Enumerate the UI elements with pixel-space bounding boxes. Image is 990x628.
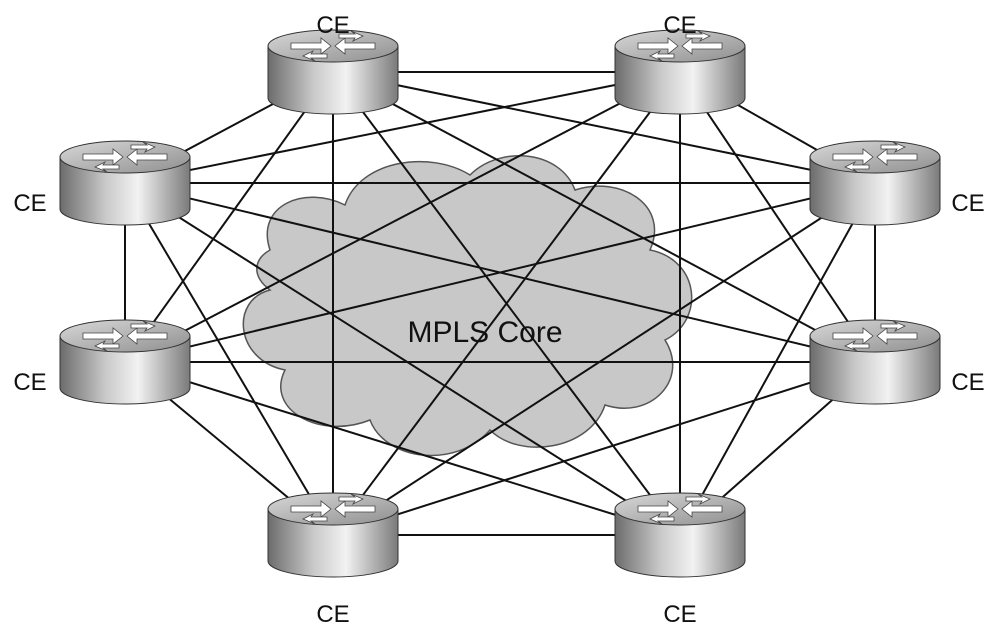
- router-body: [267, 45, 399, 115]
- router-arrows-icon: [290, 30, 376, 62]
- cloud-shape: [242, 155, 693, 457]
- router-left-upper: CE: [13, 140, 191, 226]
- router-label: CE: [316, 12, 349, 39]
- router-body: [59, 335, 191, 405]
- router-arrows-icon: [82, 320, 168, 352]
- router-top: [614, 492, 746, 526]
- router-body: [809, 156, 941, 226]
- router-left-lower: CE: [13, 319, 191, 405]
- router-label: CE: [663, 601, 696, 628]
- router-bottom-right: CE: [614, 492, 746, 628]
- link-top-left-to-right-upper: [332, 71, 876, 184]
- link-bottom-left-to-left-upper: [124, 182, 334, 536]
- router-top: [809, 319, 941, 353]
- router-arrows-icon: [82, 141, 168, 173]
- router-top: [809, 140, 941, 174]
- link-right-upper-to-bottom-left: [332, 182, 876, 536]
- routers: CE CE CE CE CE CE CE CE: [13, 12, 984, 628]
- router-label: CE: [951, 369, 984, 396]
- router-arrows-icon: [290, 493, 376, 525]
- router-label: CE: [13, 190, 46, 217]
- link-bottom-right-to-left-upper: [124, 182, 681, 536]
- link-right-upper-to-bottom-right: [679, 182, 876, 536]
- router-label: CE: [663, 12, 696, 39]
- router-body: [614, 45, 746, 115]
- router-label: CE: [13, 369, 46, 396]
- router-label: CE: [951, 190, 984, 217]
- router-top: [614, 29, 746, 63]
- mesh-links: [124, 71, 876, 536]
- link-top-right-to-bottom-left: [332, 71, 681, 536]
- link-top-right-to-left-lower: [124, 71, 681, 363]
- router-top: [59, 140, 191, 174]
- router-right-lower: CE: [809, 319, 985, 405]
- router-right-upper: CE: [809, 140, 985, 226]
- router-label: CE: [316, 601, 349, 628]
- router-body: [809, 335, 941, 405]
- router-arrows-icon: [637, 493, 723, 525]
- router-arrows-icon: [832, 320, 918, 352]
- router-body: [614, 508, 746, 578]
- router-top-left: CE: [267, 12, 399, 115]
- link-right-lower-to-bottom-left: [332, 361, 876, 536]
- mpls-core-cloud: MPLS Core: [242, 155, 693, 457]
- router-arrows-icon: [832, 141, 918, 173]
- link-right-lower-to-left-upper: [124, 182, 876, 363]
- link-top-left-to-right-lower: [332, 71, 876, 363]
- router-body: [267, 508, 399, 578]
- link-bottom-right-to-left-lower: [124, 361, 681, 536]
- router-body: [59, 156, 191, 226]
- link-top-right-to-right-lower: [679, 71, 876, 363]
- router-top: [267, 29, 399, 63]
- link-top-right-to-left-upper: [124, 71, 681, 184]
- link-top-left-to-left-lower: [124, 71, 334, 363]
- router-top: [267, 492, 399, 526]
- router-arrows-icon: [637, 30, 723, 62]
- router-top: [59, 319, 191, 353]
- router-bottom-left: CE: [267, 492, 399, 628]
- router-top-right: CE: [614, 12, 746, 115]
